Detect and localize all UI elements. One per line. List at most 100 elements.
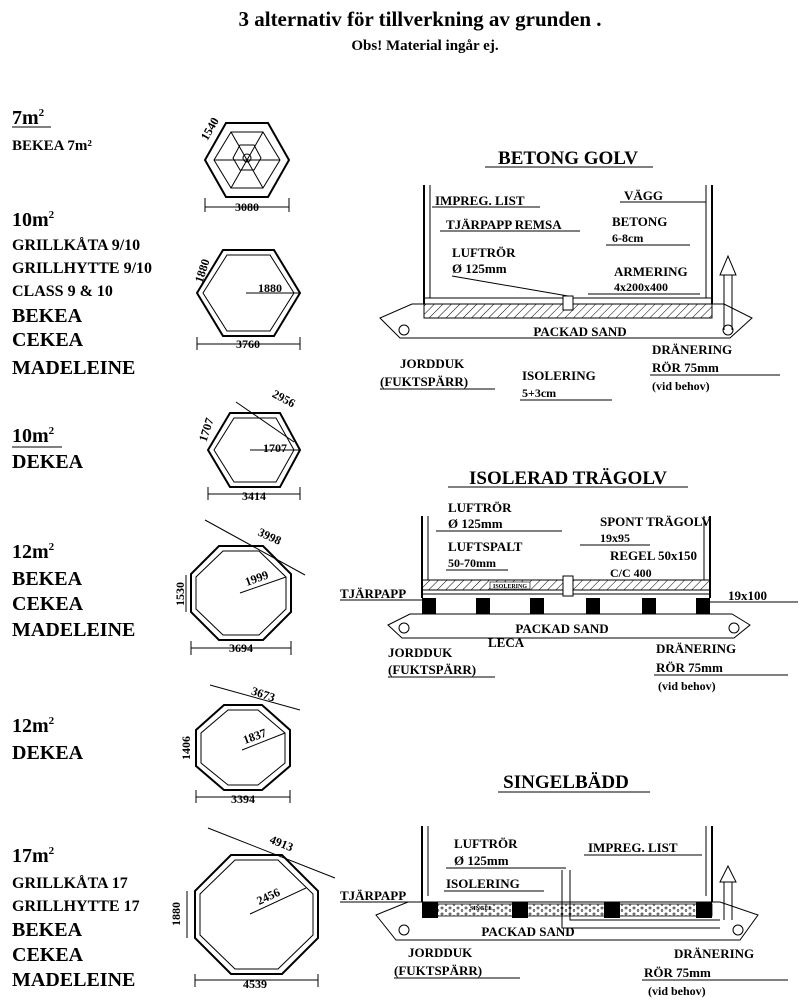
label: JORDDUK [408, 945, 473, 960]
label: 19x100 [728, 588, 767, 603]
model-name: GRILLHYTTE 17 [12, 898, 140, 915]
dim-label: 1837 [241, 726, 268, 747]
label: IMPREG. LIST [588, 840, 678, 855]
model-size-label: 17m2 [12, 845, 55, 867]
model-17m2: 17m2 GRILLKÅTA 17 GRILLHYTTE 17 BEKEA CE… [12, 845, 140, 991]
label: ISOLERING [522, 368, 596, 383]
label: JORDDUK [388, 645, 453, 660]
label: Ø 125mm [454, 853, 509, 868]
label: TJÄRPAPP REMSA [446, 217, 562, 232]
dim-label: 2456 [254, 885, 282, 908]
model-name: MADELEINE [12, 619, 135, 641]
dim-label: 1530 [173, 582, 187, 606]
label: LUFTSPALT [448, 539, 523, 554]
model-name: BEKEA 7m² [12, 138, 92, 154]
dim-label: 3080 [235, 200, 259, 214]
plan-10m2-a: 1880 1880 3760 [192, 249, 302, 351]
label: PACKAD SAND [515, 621, 608, 636]
model-name: BEKEA [12, 305, 83, 327]
label: (vid behov) [652, 379, 710, 393]
label: BETONG [612, 214, 667, 229]
plan-10m2-b: 2956 1707 1707 3414 [196, 387, 302, 503]
label: IMPREG. LIST [435, 193, 525, 208]
dim-label: 4539 [243, 977, 267, 991]
label: SINGEL [470, 906, 493, 912]
label: (vid behov) [648, 984, 706, 998]
label: RÖR 75mm [656, 660, 723, 675]
model-size-label: 10m2 [12, 425, 55, 447]
model-name: CEKEA [12, 944, 84, 966]
model-12m2-b: 12m2 DEKEA [12, 715, 84, 764]
label: Ø 125mm [448, 516, 503, 531]
dim-label: 3998 [256, 525, 284, 548]
label: DRÄNERING [674, 946, 754, 961]
label: LUFTRÖR [454, 836, 518, 851]
label: ARMERING [614, 264, 688, 279]
label: TJÄRPAPP [340, 586, 406, 601]
dim-label: 1880 [258, 281, 282, 295]
page-title: 3 alternativ för tillverkning av grunden… [238, 7, 601, 31]
plan-12m2-b: 3673 1406 1837 3394 [179, 684, 301, 806]
label: (FUKTSPÄRR) [388, 662, 476, 677]
label: C/C 400 [610, 566, 652, 580]
section-singelbadd: SINGELBÄDD SINGEL LUFTRÖR Ø 125mm IMPREG… [340, 772, 788, 998]
label: (vid behov) [658, 679, 716, 693]
dim-label: 1406 [179, 736, 193, 760]
label: RÖR 75mm [644, 965, 711, 980]
section-betong-golv: BETONG GOLV IMPREG. LIST VÄGG TJÄRPAPP R… [379, 148, 780, 401]
model-name: CLASS 9 & 10 [12, 283, 113, 300]
section-isolerad-tragolv: ISOLERAD TRÄGOLV ISOLERING LUFTRÖR Ø 125… [340, 468, 798, 693]
model-12m2-a: 12m2 BEKEA CEKEA MADELEINE [12, 541, 135, 641]
model-name: CEKEA [12, 329, 84, 351]
label: SPONT TRÄGOLV [600, 514, 711, 529]
label: Ø 125mm [452, 261, 507, 276]
plan-7m2: 3080 1540 [198, 115, 291, 214]
plan-17m2: 4913 1880 2456 4539 [169, 827, 336, 991]
label: ISOLERING [446, 876, 520, 891]
model-name: GRILLKÅTA 17 [12, 874, 128, 892]
label: PACKAD SAND [481, 924, 574, 939]
label: 4x200x400 [614, 280, 668, 294]
label: 50-70mm [448, 556, 496, 570]
model-name: DEKEA [12, 742, 84, 764]
label: RÖR 75mm [652, 360, 719, 375]
model-name: MADELEINE [12, 969, 135, 991]
model-size-label: 7m2 [12, 107, 45, 129]
label: DRÄNERING [652, 342, 732, 357]
model-name: BEKEA [12, 919, 83, 941]
dim-label: 3760 [236, 337, 260, 351]
model-size-label: 12m2 [12, 715, 55, 737]
model-name: BEKEA [12, 568, 83, 590]
section-title: BETONG GOLV [498, 148, 638, 169]
label: VÄGG [624, 188, 663, 203]
model-10m2-a: 10m2 GRILLKÅTA 9/10 GRILLHYTTE 9/10 CLAS… [12, 209, 152, 379]
label: 19x95 [600, 531, 630, 545]
label: LUFTRÖR [452, 245, 516, 260]
dim-label: 2956 [270, 387, 298, 411]
model-size-label: 10m2 [12, 209, 55, 231]
model-name: DEKEA [12, 451, 84, 473]
dim-label: 1880 [169, 902, 183, 926]
label: (FUKTSPÄRR) [380, 374, 468, 389]
dim-label: 1707 [263, 441, 287, 455]
label: LECA [488, 635, 525, 650]
model-10m2-b: 10m2 DEKEA [12, 425, 84, 473]
label: 5+3cm [522, 386, 556, 400]
label: DRÄNERING [656, 641, 736, 656]
model-name: MADELEINE [12, 357, 135, 379]
page-subtitle: Obs! Material ingår ej. [351, 38, 498, 54]
label: JORDDUK [400, 356, 465, 371]
label: TJÄRPAPP [340, 888, 406, 903]
dim-label: 3673 [250, 684, 277, 705]
dim-label: 3694 [229, 641, 253, 655]
label: ISOLERING [493, 584, 527, 590]
label: 6-8cm [612, 231, 643, 245]
model-7m2: 7m2 BEKEA 7m² [12, 107, 92, 154]
model-size-label: 12m2 [12, 541, 55, 563]
label: PACKAD SAND [533, 324, 626, 339]
dim-label: 1880 [192, 257, 213, 284]
label: LUFTRÖR [448, 500, 512, 515]
label: REGEL 50x150 [610, 548, 697, 563]
dim-label: 3394 [231, 792, 255, 806]
